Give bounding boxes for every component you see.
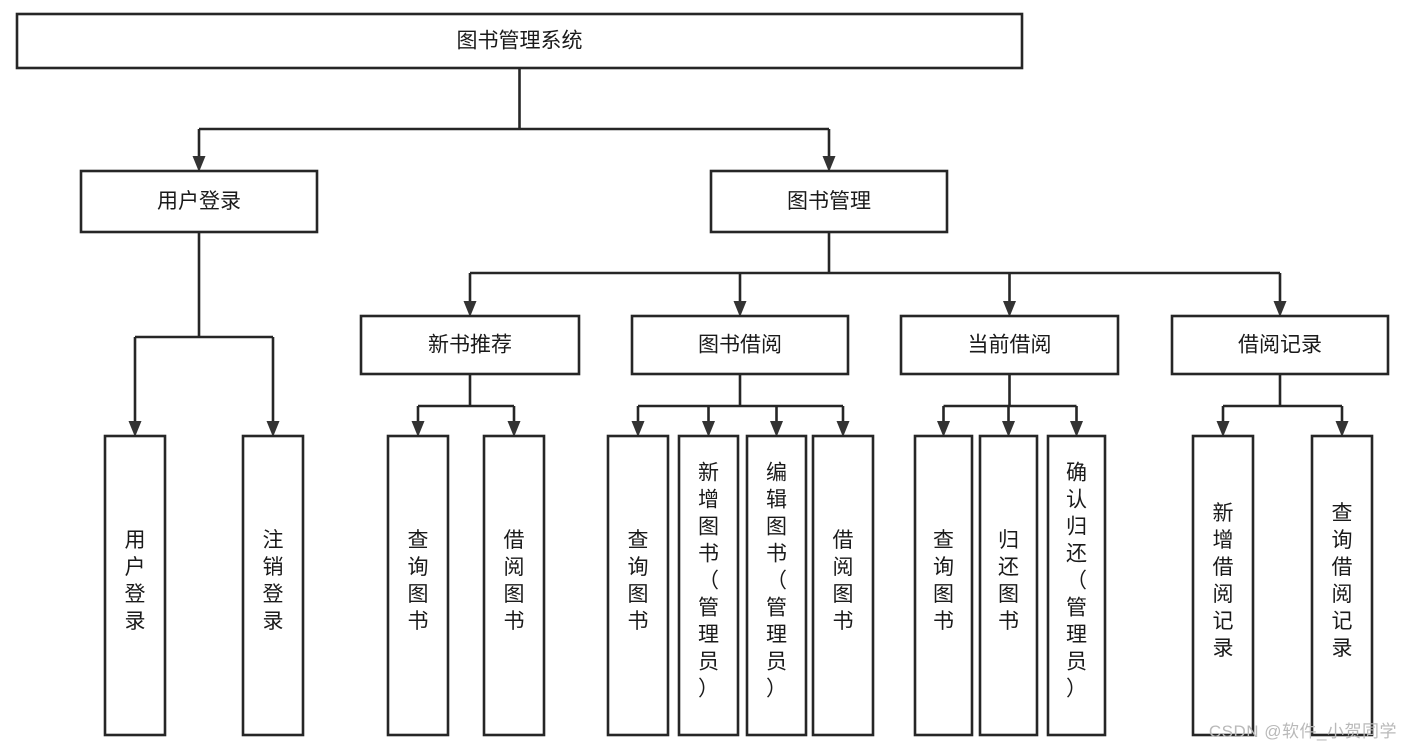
node-box[interactable] bbox=[386, 434, 450, 737]
node-root[interactable]: 图书管理系统 bbox=[15, 12, 1024, 70]
connector-layer bbox=[128, 68, 1349, 437]
node-current-borrow[interactable]: 当前借阅 bbox=[899, 314, 1120, 376]
arrow-head-icon bbox=[1070, 421, 1083, 437]
node-box[interactable] bbox=[1310, 434, 1374, 737]
node-box[interactable] bbox=[482, 434, 546, 737]
node-box[interactable] bbox=[606, 434, 670, 737]
arrow-head-icon bbox=[836, 421, 850, 437]
node-label: 借阅图书 bbox=[833, 529, 854, 633]
node-user-login[interactable]: 用户登录 bbox=[79, 169, 319, 234]
node-label: 图书管理 bbox=[787, 190, 871, 213]
node-box[interactable] bbox=[1170, 314, 1390, 376]
arrow-head-icon bbox=[192, 156, 206, 172]
node-leaf-current-return[interactable]: 归还图书 bbox=[978, 434, 1039, 737]
arrow-head-icon bbox=[463, 301, 477, 317]
node-box[interactable] bbox=[978, 434, 1039, 737]
node-label: 用户登录 bbox=[125, 529, 146, 633]
node-label: 当前借阅 bbox=[968, 334, 1052, 357]
node-label: 查询借阅记录 bbox=[1332, 502, 1353, 660]
node-label: 编辑图书（管理员） bbox=[766, 462, 787, 701]
node-leaf-borrow-add[interactable]: 新增图书（管理员） bbox=[677, 434, 740, 737]
node-label: 新增图书（管理员） bbox=[698, 462, 719, 701]
arrow-head-icon bbox=[937, 421, 950, 437]
node-label: 确认归还（管理员） bbox=[1066, 462, 1087, 701]
node-box[interactable] bbox=[913, 434, 974, 737]
node-box[interactable] bbox=[630, 314, 850, 376]
node-leaf-current-query[interactable]: 查询图书 bbox=[913, 434, 974, 737]
node-box[interactable] bbox=[899, 314, 1120, 376]
node-leaf-current-confirm[interactable]: 确认归还（管理员） bbox=[1046, 434, 1107, 737]
arrow-head-icon bbox=[411, 421, 425, 437]
node-leaf-rec-query[interactable]: 查询图书 bbox=[386, 434, 450, 737]
arrow-head-icon bbox=[770, 421, 783, 437]
connector-group-user-login bbox=[128, 232, 280, 437]
connector-group-new-book-rec bbox=[411, 374, 521, 437]
node-book-admin[interactable]: 图书管理 bbox=[709, 169, 949, 234]
arrow-head-icon bbox=[507, 421, 521, 437]
arrow-head-icon bbox=[1002, 421, 1015, 437]
node-box[interactable] bbox=[103, 434, 167, 737]
node-box[interactable] bbox=[709, 169, 949, 234]
arrow-head-icon bbox=[822, 156, 836, 172]
arrow-head-icon bbox=[1003, 301, 1016, 317]
node-box[interactable] bbox=[745, 434, 808, 737]
node-box[interactable] bbox=[1191, 434, 1255, 737]
arrow-head-icon bbox=[266, 421, 280, 437]
node-leaf-borrow-edit[interactable]: 编辑图书（管理员） bbox=[745, 434, 808, 737]
arrow-head-icon bbox=[631, 421, 645, 437]
node-leaf-borrow-do[interactable]: 借阅图书 bbox=[811, 434, 875, 737]
node-leaf-user-logout[interactable]: 注销登录 bbox=[241, 434, 305, 737]
node-box[interactable] bbox=[79, 169, 319, 234]
node-layer: 图书管理系统用户登录图书管理新书推荐图书借阅当前借阅借阅记录用户登录注销登录查询… bbox=[15, 12, 1390, 737]
node-label: 用户登录 bbox=[157, 190, 241, 213]
node-new-book-rec[interactable]: 新书推荐 bbox=[359, 314, 581, 376]
arrow-head-icon bbox=[1216, 421, 1230, 437]
node-leaf-borrow-query[interactable]: 查询图书 bbox=[606, 434, 670, 737]
arrow-head-icon bbox=[128, 421, 142, 437]
arrow-head-icon bbox=[1273, 301, 1287, 317]
node-borrow-record[interactable]: 借阅记录 bbox=[1170, 314, 1390, 376]
node-leaf-rec-borrow[interactable]: 借阅图书 bbox=[482, 434, 546, 737]
connector-group-book-borrow bbox=[631, 374, 850, 437]
node-label: 图书借阅 bbox=[698, 334, 782, 357]
node-box[interactable] bbox=[677, 434, 740, 737]
node-label: 新书推荐 bbox=[428, 334, 512, 357]
node-box[interactable] bbox=[1046, 434, 1107, 737]
node-book-borrow[interactable]: 图书借阅 bbox=[630, 314, 850, 376]
node-label: 归还图书 bbox=[998, 529, 1019, 633]
node-leaf-record-add[interactable]: 新增借阅记录 bbox=[1191, 434, 1255, 737]
connector-group-root bbox=[192, 68, 836, 172]
node-label: 查询图书 bbox=[628, 529, 649, 633]
arrow-head-icon bbox=[1335, 421, 1349, 437]
csdn-watermark: CSDN @软件_小贺同学 bbox=[1208, 722, 1397, 741]
node-label: 查询图书 bbox=[408, 529, 429, 633]
node-leaf-user-login[interactable]: 用户登录 bbox=[103, 434, 167, 737]
arrow-head-icon bbox=[702, 421, 715, 437]
connector-group-current-borrow bbox=[937, 374, 1083, 437]
node-box[interactable] bbox=[15, 12, 1024, 70]
connector-group-borrow-record bbox=[1216, 374, 1349, 437]
node-label: 查询图书 bbox=[933, 529, 954, 633]
node-label: 借阅记录 bbox=[1238, 334, 1322, 357]
node-box[interactable] bbox=[241, 434, 305, 737]
node-label: 借阅图书 bbox=[504, 529, 525, 633]
node-label: 注销登录 bbox=[263, 529, 284, 633]
node-box[interactable] bbox=[811, 434, 875, 737]
node-leaf-record-query[interactable]: 查询借阅记录 bbox=[1310, 434, 1374, 737]
node-label: 新增借阅记录 bbox=[1213, 502, 1234, 660]
connector-group-book-admin bbox=[463, 232, 1287, 317]
node-label: 图书管理系统 bbox=[457, 30, 583, 53]
arrow-head-icon bbox=[733, 301, 747, 317]
node-box[interactable] bbox=[359, 314, 581, 376]
